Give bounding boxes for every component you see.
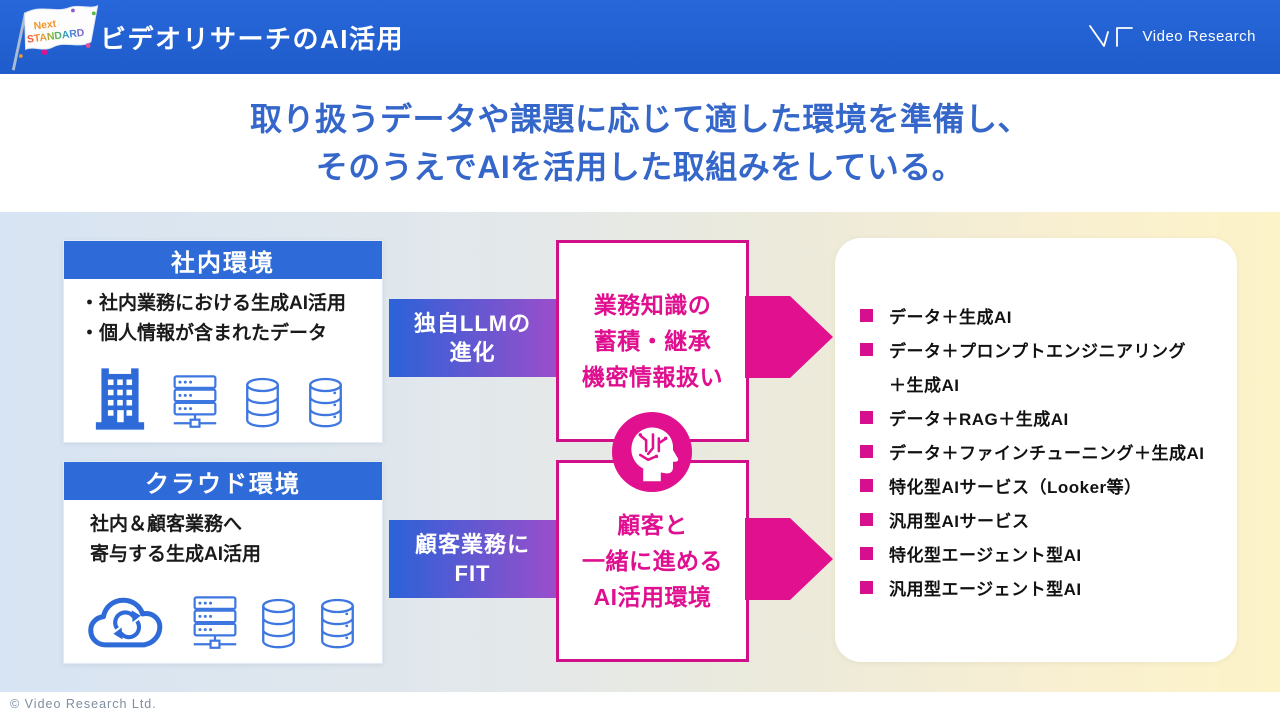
band-fit-line1: 顧客業務に [414,532,530,557]
bullet-square-icon [860,410,873,424]
outcome-item: 汎用型AIサービス [860,502,1225,536]
knowledge-line2: 蓄積・継承 [593,328,712,354]
headline-line1: 取り扱うデータや課題に応じて適した環境を準備し、 [249,101,1030,137]
cloud-sync-icon [88,597,163,648]
database-icon [321,598,354,649]
footer: © Video Research Ltd. [0,692,1280,720]
bullet-square-icon [860,342,873,356]
database-icon [309,377,342,428]
logo-text: Video Research [1142,27,1256,45]
headline-line2: そのうえでAIを活用した取組みをしている。 [315,149,965,185]
bullet-square-icon [860,580,873,594]
vr-logo-mark-icon [1088,25,1133,47]
customer-box: 顧客と 一緒に進める AI活用環境 [556,460,749,662]
cloud-env-header: クラウド環境 [64,462,382,500]
server-icon [173,375,217,428]
band-llm-evolution: 独自LLMの 進化 [389,299,556,377]
copyright-text: © Video Research Ltd. [10,697,157,711]
outcome-item: データ＋生成AI [860,298,1225,332]
outcome-item: 特化型AIサービス（Looker等） [860,468,1225,502]
knowledge-line3: 機密情報扱い [582,364,723,390]
outcome-item: データ＋RAG＋生成AI [860,400,1225,434]
outcome-item: 汎用型エージェント型AI [860,570,1225,604]
bullet-square-icon [860,478,873,492]
server-icon [193,596,237,649]
headline-section: 取り扱うデータや課題に応じて適した環境を準備し、 そのうえでAIを活用した取組み… [0,74,1280,212]
top-bar: Next STANDARD ビデオリサーチのAI活用 Video Researc… [0,0,1280,74]
svg-text:Next: Next [33,19,57,33]
next-standard-flag-icon: Next STANDARD [11,4,99,71]
diagram-section: 独自LLMの 進化 顧客業務に FIT 社内環境 ・社内業務における生成AI活用… [0,212,1280,692]
outcome-item: データ＋ファインチューニング＋生成AI [860,434,1225,468]
bullet-square-icon [860,444,873,458]
customer-line2: 一緒に進める [582,548,723,574]
outcome-item: データ＋プロンプトエンジニアリング [860,332,1225,366]
customer-line3: AI活用環境 [593,584,712,610]
internal-env-bullet1: ・社内業務における生成AI活用 [80,293,347,314]
outcome-item-continuation: ＋生成AI [889,375,960,395]
outcomes-card: データ＋生成AI データ＋プロンプトエンジニアリング ＋生成AI データ＋RAG… [835,238,1237,662]
arrow-right-icon [745,296,833,378]
video-research-logo: Video Research [1087,23,1256,49]
cloud-env-line1: 社内＆顧客業務へ [90,514,243,535]
database-icon [262,598,295,649]
knowledge-line1: 業務知識の [593,292,712,318]
outcome-item: 特化型エージェント型AI [860,536,1225,570]
database-icon [246,377,279,428]
arrow-right-icon [745,518,833,600]
bullet-square-icon [860,512,873,526]
brain-head-icon [611,411,693,493]
band-fit-line2: FIT [454,561,491,586]
knowledge-box: 業務知識の 蓄積・継承 機密情報扱い [556,240,749,442]
customer-line1: 顧客と [617,512,688,538]
internal-env-bullet2: ・個人情報が含まれたデータ [80,323,328,344]
page-title: ビデオリサーチのAI活用 [100,23,405,54]
internal-env-box: 社内環境 ・社内業務における生成AI活用 ・個人情報が含まれたデータ [63,240,383,443]
bullet-square-icon [860,308,873,322]
band-llm-line2: 進化 [449,340,496,365]
cloud-env-line2: 寄与する生成AI活用 [90,544,262,565]
internal-env-header: 社内環境 [64,241,382,279]
bullet-square-icon [860,546,873,560]
band-customer-fit: 顧客業務に FIT [389,520,556,598]
band-llm-line1: 独自LLMの [413,311,532,336]
cloud-env-box: クラウド環境 社内＆顧客業務へ 寄与する生成AI活用 [63,461,383,664]
building-icon [95,368,145,430]
